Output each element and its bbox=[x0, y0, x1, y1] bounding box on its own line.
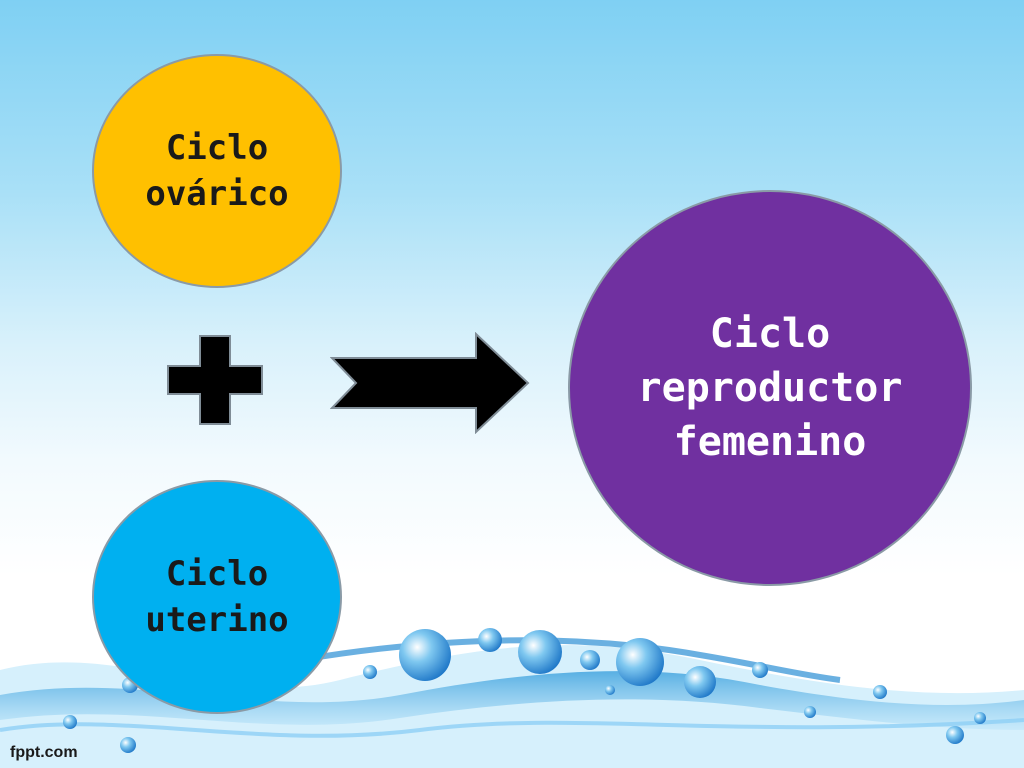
ovarian-cycle-circle: Ciclo ovárico bbox=[92, 54, 342, 288]
ovarian-cycle-label: Ciclo ovárico bbox=[145, 128, 289, 214]
female-reproductive-cycle-label: Ciclo reproductor femenino bbox=[637, 311, 903, 465]
uterine-cycle-circle: Ciclo uterino bbox=[92, 480, 342, 714]
right-arrow-icon bbox=[330, 332, 530, 434]
uterine-cycle-label: Ciclo uterino bbox=[145, 554, 289, 640]
plus-icon bbox=[167, 335, 263, 425]
footer-brand: fppt.com bbox=[10, 744, 78, 761]
female-reproductive-cycle-circle: Ciclo reproductor femenino bbox=[568, 190, 972, 586]
water-wave-decoration bbox=[0, 628, 1024, 768]
